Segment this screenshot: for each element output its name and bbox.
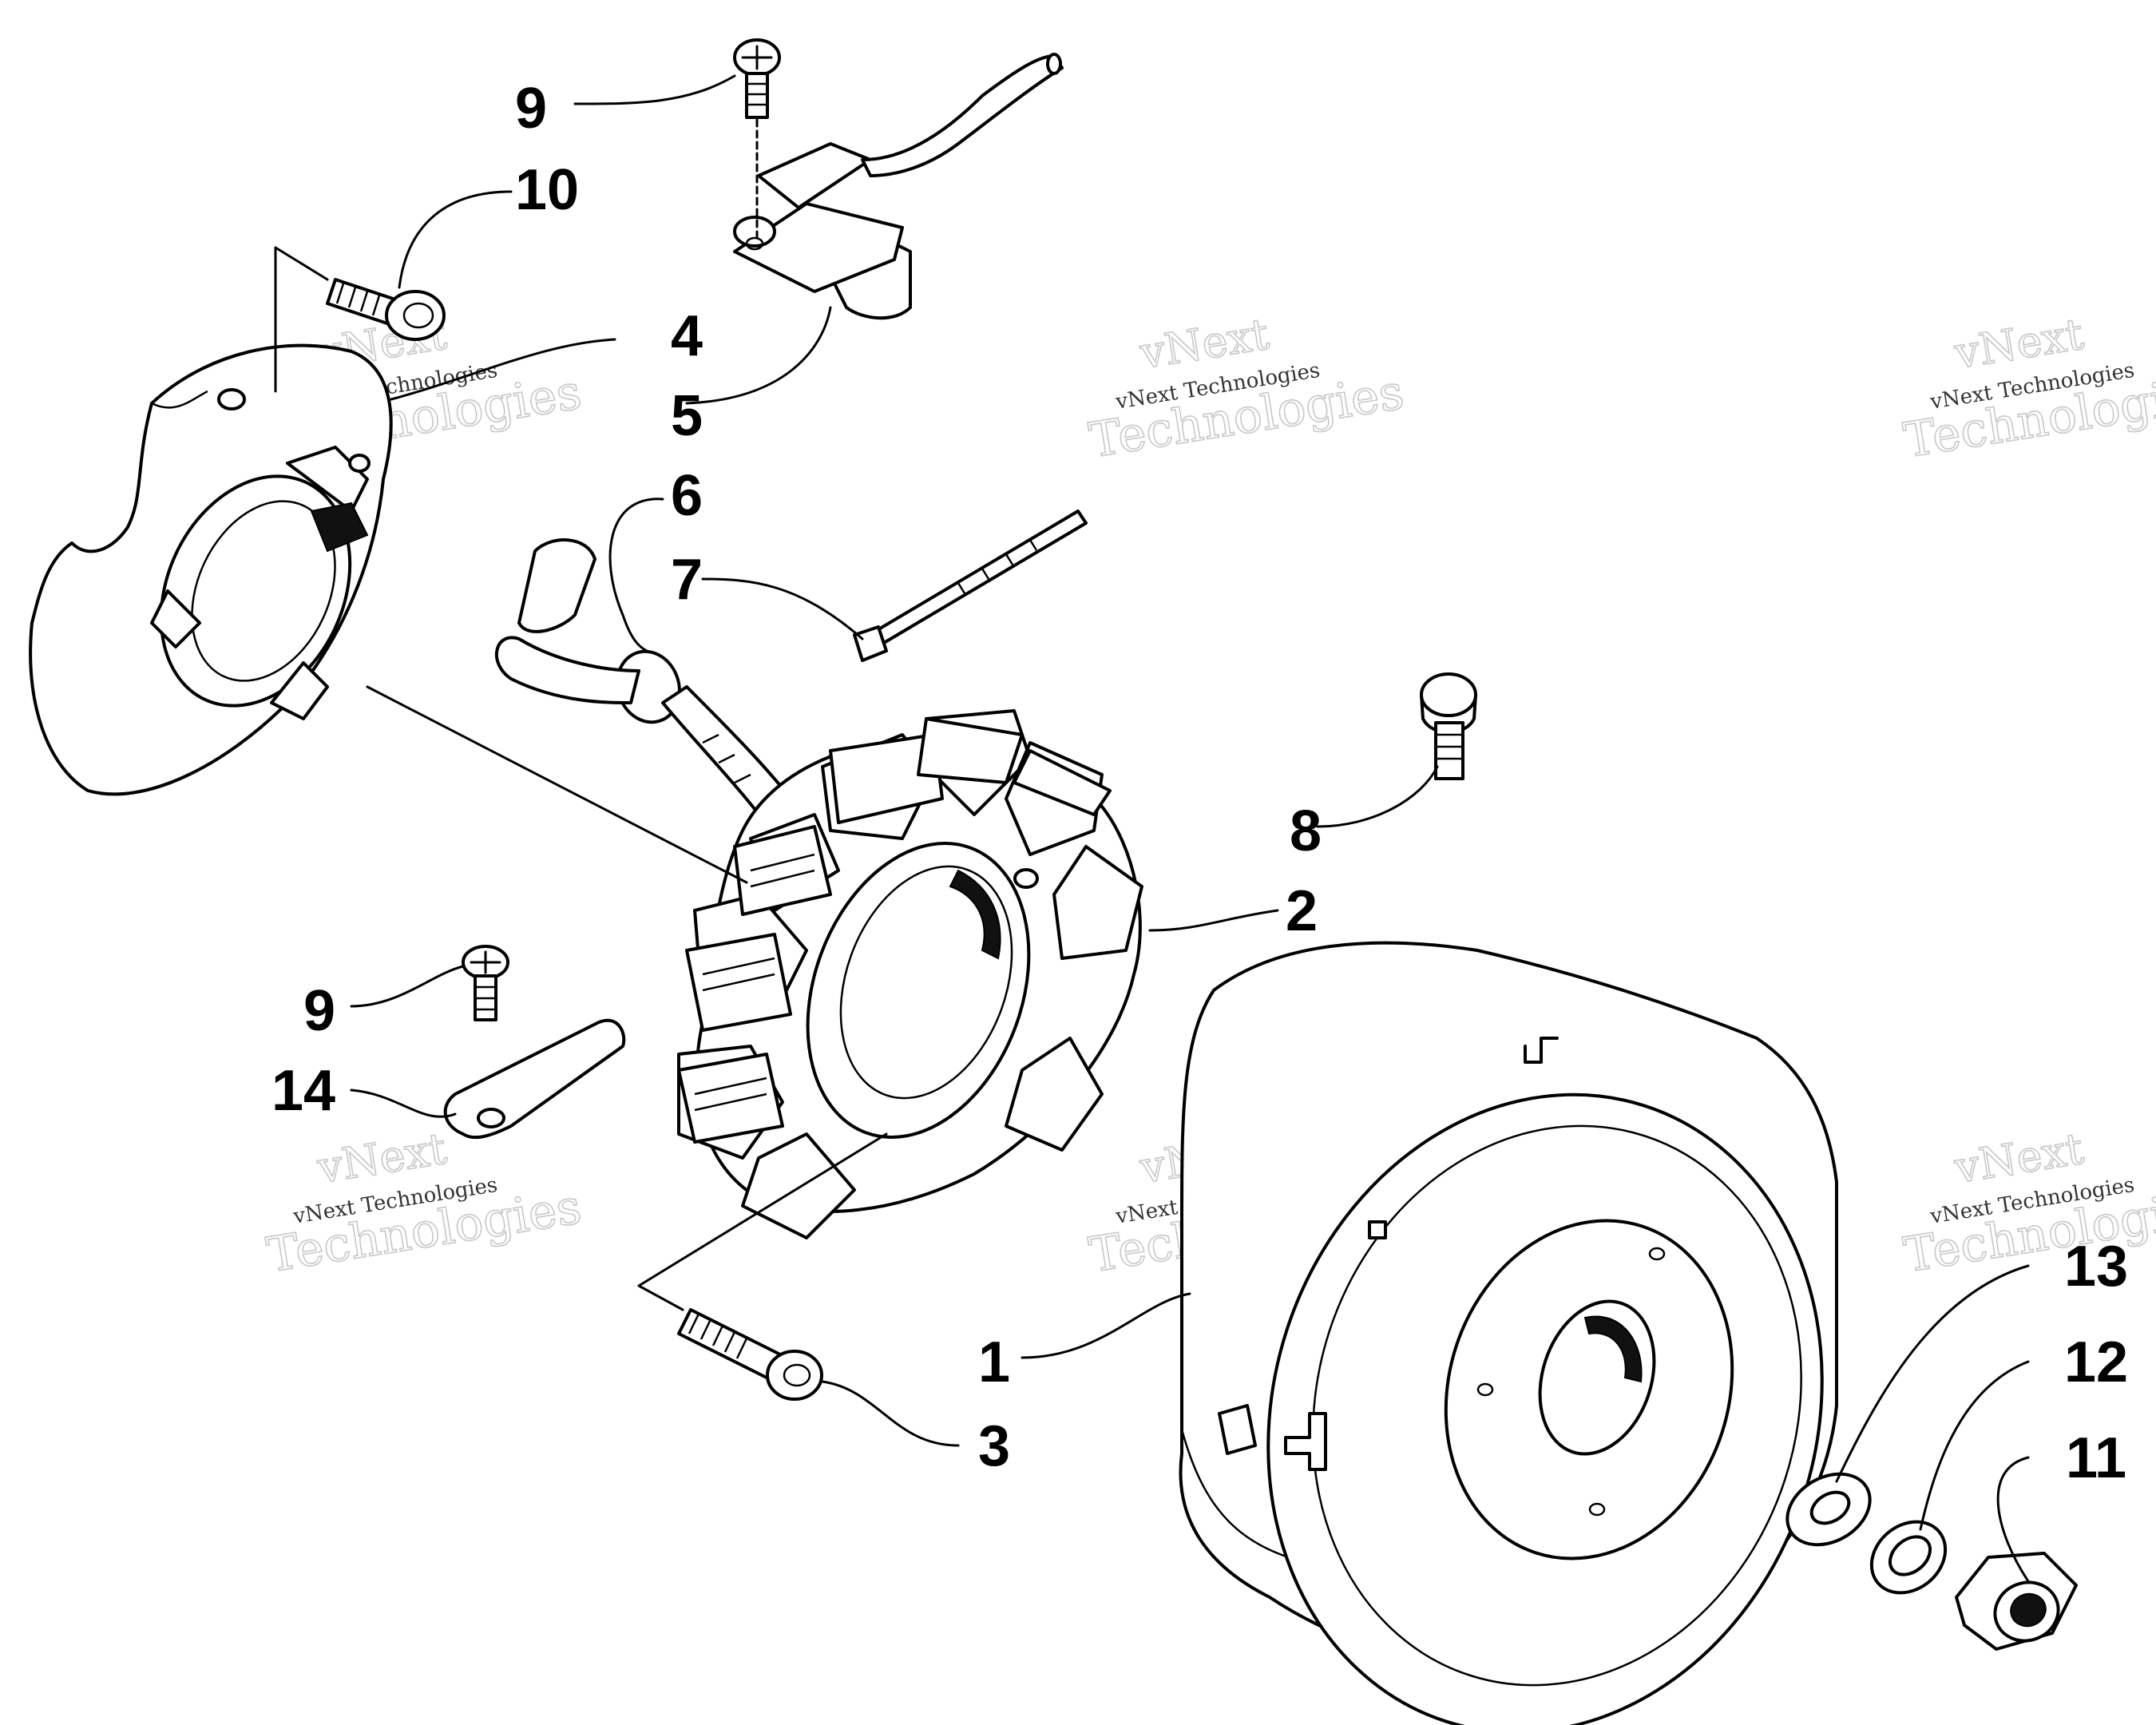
callout-3: 3 xyxy=(978,1414,1010,1478)
leader-4 xyxy=(390,338,616,401)
leader-8 xyxy=(1316,765,1439,828)
callout-1: 1 xyxy=(978,1330,1010,1394)
leader-4-to-stator xyxy=(366,685,748,884)
pulser-coil xyxy=(733,53,1064,320)
plate-screw xyxy=(274,246,446,393)
leader-11 xyxy=(1996,1456,2030,1583)
callout-labels: 9 10 4 5 6 7 8 2 9 14 1 3 13 12 11 xyxy=(271,77,2128,1490)
leader-14 xyxy=(350,1089,457,1118)
lock-washer xyxy=(1869,1520,1948,1595)
hex-nut xyxy=(1955,1552,2078,1651)
callout-8: 8 xyxy=(1290,799,1322,863)
flat-washer xyxy=(1785,1472,1872,1547)
callout-9-top: 9 xyxy=(515,77,547,141)
callout-5: 5 xyxy=(671,384,703,448)
callout-4: 4 xyxy=(671,304,703,368)
leader-9-top xyxy=(573,74,736,105)
leader-lines xyxy=(350,74,2030,1583)
callout-12: 12 xyxy=(2064,1330,2128,1394)
stator-screw xyxy=(637,1132,888,1401)
cable-clamp xyxy=(443,1018,626,1140)
leader-1 xyxy=(1021,1292,1191,1359)
callout-6: 6 xyxy=(671,464,703,528)
callout-10: 10 xyxy=(515,158,579,222)
watermark-2: vNext Technologies vNext Technologies xyxy=(1085,308,1409,470)
flywheel xyxy=(1179,941,1838,1725)
clamp-screw xyxy=(462,945,509,1021)
leader-3 xyxy=(821,1380,960,1447)
leader-2 xyxy=(1148,909,1279,932)
coil-screw xyxy=(733,38,781,241)
callout-11: 11 xyxy=(2066,1426,2126,1490)
leader-12 xyxy=(1919,1360,2030,1531)
stator-bolt xyxy=(1420,672,1477,780)
cable-tie xyxy=(853,510,1088,662)
watermark-4: vNext Technologies vNext Technologies xyxy=(263,1123,586,1284)
leader-13 xyxy=(1835,1264,2030,1483)
leader-10 xyxy=(398,190,513,289)
watermark-3: vNext Technologies vNext Technologies xyxy=(1900,308,2156,470)
leader-5 xyxy=(685,306,832,405)
callout-13: 13 xyxy=(2064,1235,2128,1299)
callout-2: 2 xyxy=(1286,879,1318,943)
stator-plate xyxy=(29,343,393,796)
callout-9-low: 9 xyxy=(303,979,335,1043)
leader-9-low xyxy=(350,965,465,1008)
stator xyxy=(677,709,1143,1239)
callout-14: 14 xyxy=(271,1059,335,1123)
leader-7 xyxy=(701,577,864,640)
leader-6 xyxy=(608,498,664,652)
callout-7: 7 xyxy=(671,548,703,612)
